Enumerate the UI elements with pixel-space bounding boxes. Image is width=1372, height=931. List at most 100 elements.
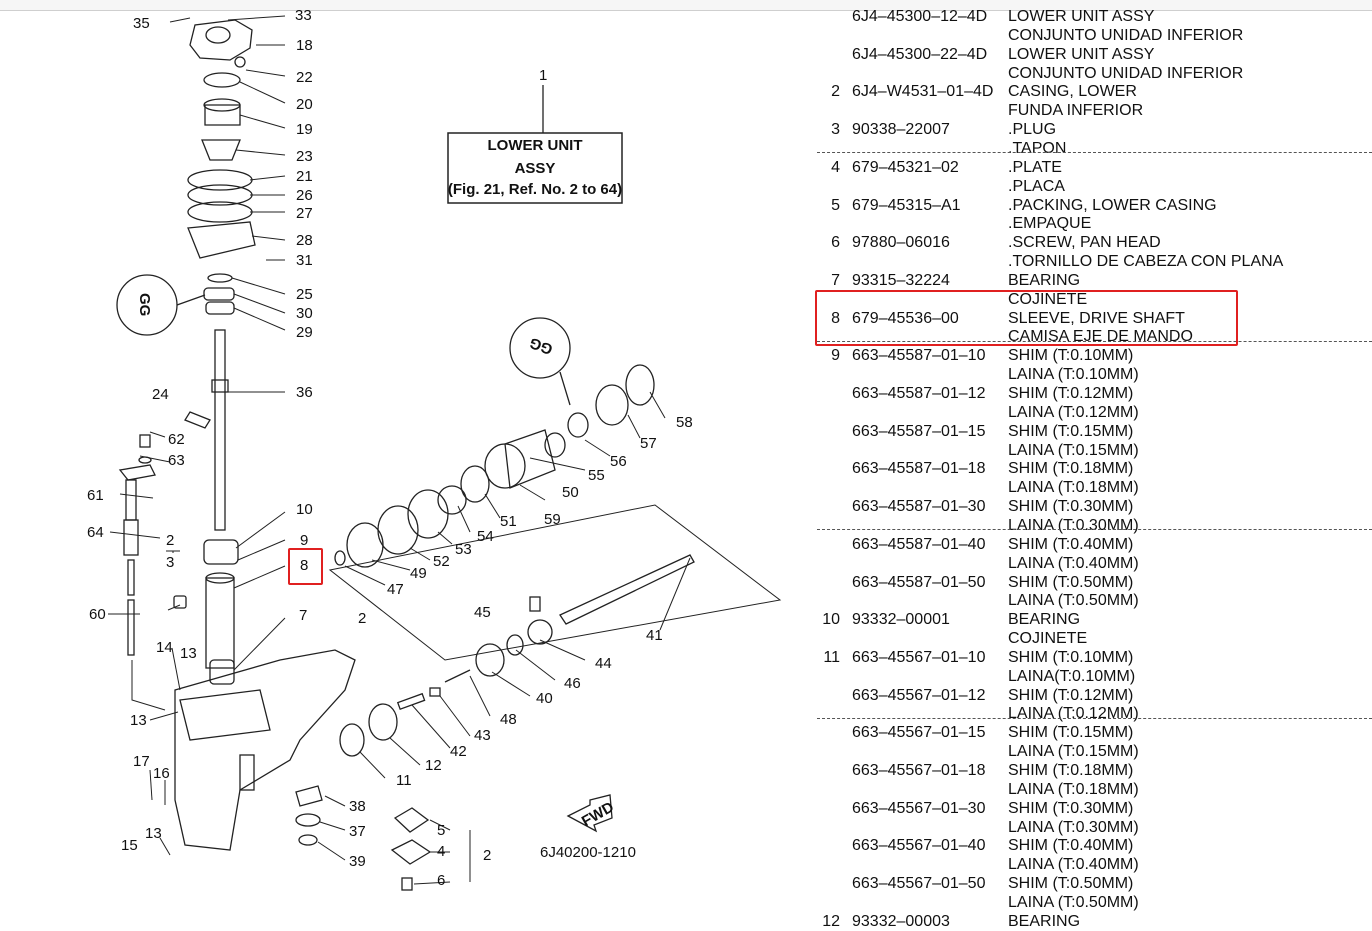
callout-59: 59: [544, 511, 561, 528]
part-number: 663–45567–01–10: [852, 648, 986, 666]
part-description: LAINA(T:0.10MM): [1008, 667, 1136, 685]
callout-40: 40: [536, 690, 553, 707]
part-description: SHIM (T:0.50MM): [1008, 573, 1134, 591]
callout-43: 43: [474, 727, 491, 744]
callout-41: 41: [646, 627, 663, 644]
callout-39: 39: [349, 853, 366, 870]
part-description: SHIM (T:0.12MM): [1008, 686, 1134, 704]
title-box-line1: LOWER UNIT: [488, 137, 583, 154]
part-ref-number: 12: [822, 912, 840, 930]
part-description: SHIM (T:0.15MM): [1008, 724, 1134, 742]
callout-22: 22: [296, 69, 313, 86]
part-number: 93332–00003: [852, 912, 950, 930]
part-description: SHIM (T:0.30MM): [1008, 498, 1134, 516]
part-number: 679–45315–A1: [852, 196, 961, 214]
part-number: 663–45567–01–50: [852, 875, 986, 893]
callout-23: 23: [296, 148, 313, 165]
callout-57: 57: [640, 435, 657, 452]
callout-13b: 13: [130, 712, 147, 729]
part-description: BEARING: [1008, 912, 1081, 930]
callout-12: 12: [425, 757, 442, 774]
part-description: .PLUG: [1008, 121, 1057, 139]
part-description: BEARING: [1008, 271, 1081, 289]
part-description: SLEEVE, DRIVE SHAFT: [1008, 309, 1185, 327]
callout-2a: 2: [166, 532, 174, 549]
part-description: .PLATE: [1008, 158, 1062, 176]
part-description: .EMPAQUE: [1008, 215, 1092, 233]
part-ref-number: 6: [831, 234, 840, 252]
parts-highlight-box: [815, 290, 1238, 346]
section-divider: [817, 718, 1372, 719]
callout-18: 18: [296, 37, 313, 54]
part-ref-number: 3: [831, 121, 840, 139]
callout-13a: 13: [180, 645, 197, 662]
callout-layer: 3335182220192321262728312530293624626361…: [87, 10, 693, 889]
callout-17: 17: [133, 753, 150, 770]
callout-9: 9: [300, 532, 308, 549]
part-number: 663–45587–01–50: [852, 573, 986, 591]
part-description: .TORNILLO DE CABEZA CON PLANA: [1008, 253, 1284, 271]
callout-27: 27: [296, 205, 313, 222]
callout-36: 36: [296, 384, 313, 401]
part-description: .PACKING, LOWER CASING: [1008, 196, 1217, 214]
part-ref-number: 5: [831, 196, 840, 214]
figure-code: 6J40200-1210: [540, 844, 636, 861]
callout-45: 45: [474, 604, 491, 621]
part-description: .SCREW, PAN HEAD: [1008, 234, 1161, 252]
part-description: LAINA (T:0.40MM): [1008, 856, 1139, 874]
callout-8: 8: [300, 557, 308, 574]
part-description: CASING, LOWER: [1008, 83, 1137, 101]
part-description: LAINA (T:0.10MM): [1008, 366, 1139, 384]
part-ref-number: 11: [823, 648, 840, 666]
part-description: SHIM (T:0.18MM): [1008, 762, 1134, 779]
part-description: LOWER UNIT ASSY: [1008, 8, 1155, 25]
part-description: CONJUNTO UNIDAD INFERIOR: [1008, 64, 1244, 82]
callout-42: 42: [450, 743, 467, 760]
section-divider: [817, 341, 1372, 342]
part-description: SHIM (T:0.40MM): [1008, 837, 1134, 855]
callout-7: 7: [299, 607, 307, 624]
callout-16: 16: [153, 765, 170, 782]
part-description: SHIM (T:0.10MM): [1008, 648, 1134, 666]
part-description: LAINA (T:0.12MM): [1008, 403, 1139, 421]
callout-60: 60: [89, 606, 106, 623]
part-description: COJINETE: [1008, 630, 1088, 648]
part-ref-number: 4: [831, 158, 840, 176]
callout-33: 33: [295, 10, 312, 24]
window-top-edge: [0, 0, 1372, 11]
callout-55: 55: [588, 467, 605, 484]
gg-label-right: GG: [527, 334, 555, 358]
callout-46: 46: [564, 675, 581, 692]
callout-35: 35: [133, 15, 150, 32]
exploded-parts-diagram: 1 LOWER UNIT ASSY (Fig. 21, Ref. No. 2 t…: [0, 10, 800, 917]
callout-14: 14: [156, 639, 173, 656]
part-description: LOWER UNIT ASSY: [1008, 45, 1155, 63]
callout-64: 64: [87, 524, 104, 541]
callout-24: 24: [152, 386, 169, 403]
part-number: 93332–00001: [852, 611, 950, 629]
callout-47: 47: [387, 581, 404, 598]
part-number: 663–45587–01–30: [852, 498, 986, 516]
callout-58: 58: [676, 414, 693, 431]
part-number: 93315–32224: [852, 271, 950, 289]
part-description: SHIM (T:0.50MM): [1008, 875, 1134, 893]
part-description: LAINA (T:0.50MM): [1008, 592, 1139, 610]
part-description: CONJUNTO UNIDAD INFERIOR: [1008, 26, 1244, 44]
part-number: 663–45587–01–40: [852, 535, 986, 553]
part-number: 663–45587–01–15: [852, 422, 986, 440]
part-ref-number: 8: [831, 309, 840, 327]
part-description: .PLACA: [1008, 177, 1065, 195]
callout-5: 5: [437, 822, 445, 839]
part-description: SHIM (T:0.15MM): [1008, 422, 1134, 440]
part-description: .TAPON: [1008, 139, 1067, 157]
part-description: BEARING: [1008, 611, 1081, 629]
callout-25: 25: [296, 286, 313, 303]
callout-38: 38: [349, 798, 366, 815]
part-number: 97880–06016: [852, 234, 950, 252]
part-description: LAINA (T:0.30MM): [1008, 818, 1139, 836]
callout-28: 28: [296, 232, 313, 249]
callout-29: 29: [296, 324, 313, 341]
part-number: 663–45567–01–40: [852, 837, 986, 855]
callout-63: 63: [168, 452, 185, 469]
